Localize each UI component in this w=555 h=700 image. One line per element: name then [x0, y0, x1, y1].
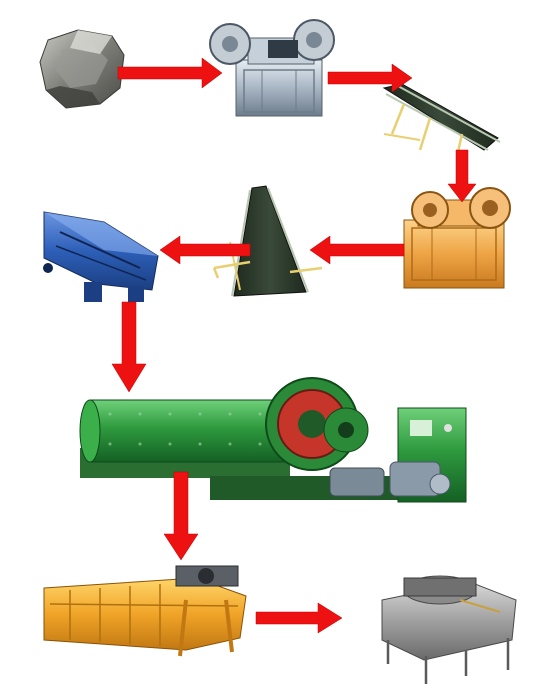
vibrating-feeder-icon	[43, 211, 159, 302]
spiral-classifier-icon	[43, 565, 247, 657]
flow-arrow-icon	[255, 602, 343, 634]
flow-arrow-icon	[447, 149, 477, 203]
flow-arrow-icon	[117, 57, 223, 89]
belt-conveyor-1-icon	[382, 83, 501, 153]
belt-conveyor-2-icon	[212, 185, 323, 297]
flow-arrow-icon	[309, 235, 405, 265]
magnetic-separator-icon	[381, 575, 517, 684]
secondary-jaw-crusher-icon	[403, 187, 511, 289]
flow-arrow-icon	[159, 235, 251, 265]
flow-arrow-icon	[327, 63, 413, 93]
raw-ore-icon	[39, 29, 125, 109]
flow-arrow-icon	[111, 301, 147, 393]
flow-arrows	[111, 57, 477, 634]
ball-mill-icon	[79, 377, 467, 503]
flow-arrow-icon	[163, 471, 199, 561]
primary-jaw-crusher-icon	[209, 19, 335, 117]
